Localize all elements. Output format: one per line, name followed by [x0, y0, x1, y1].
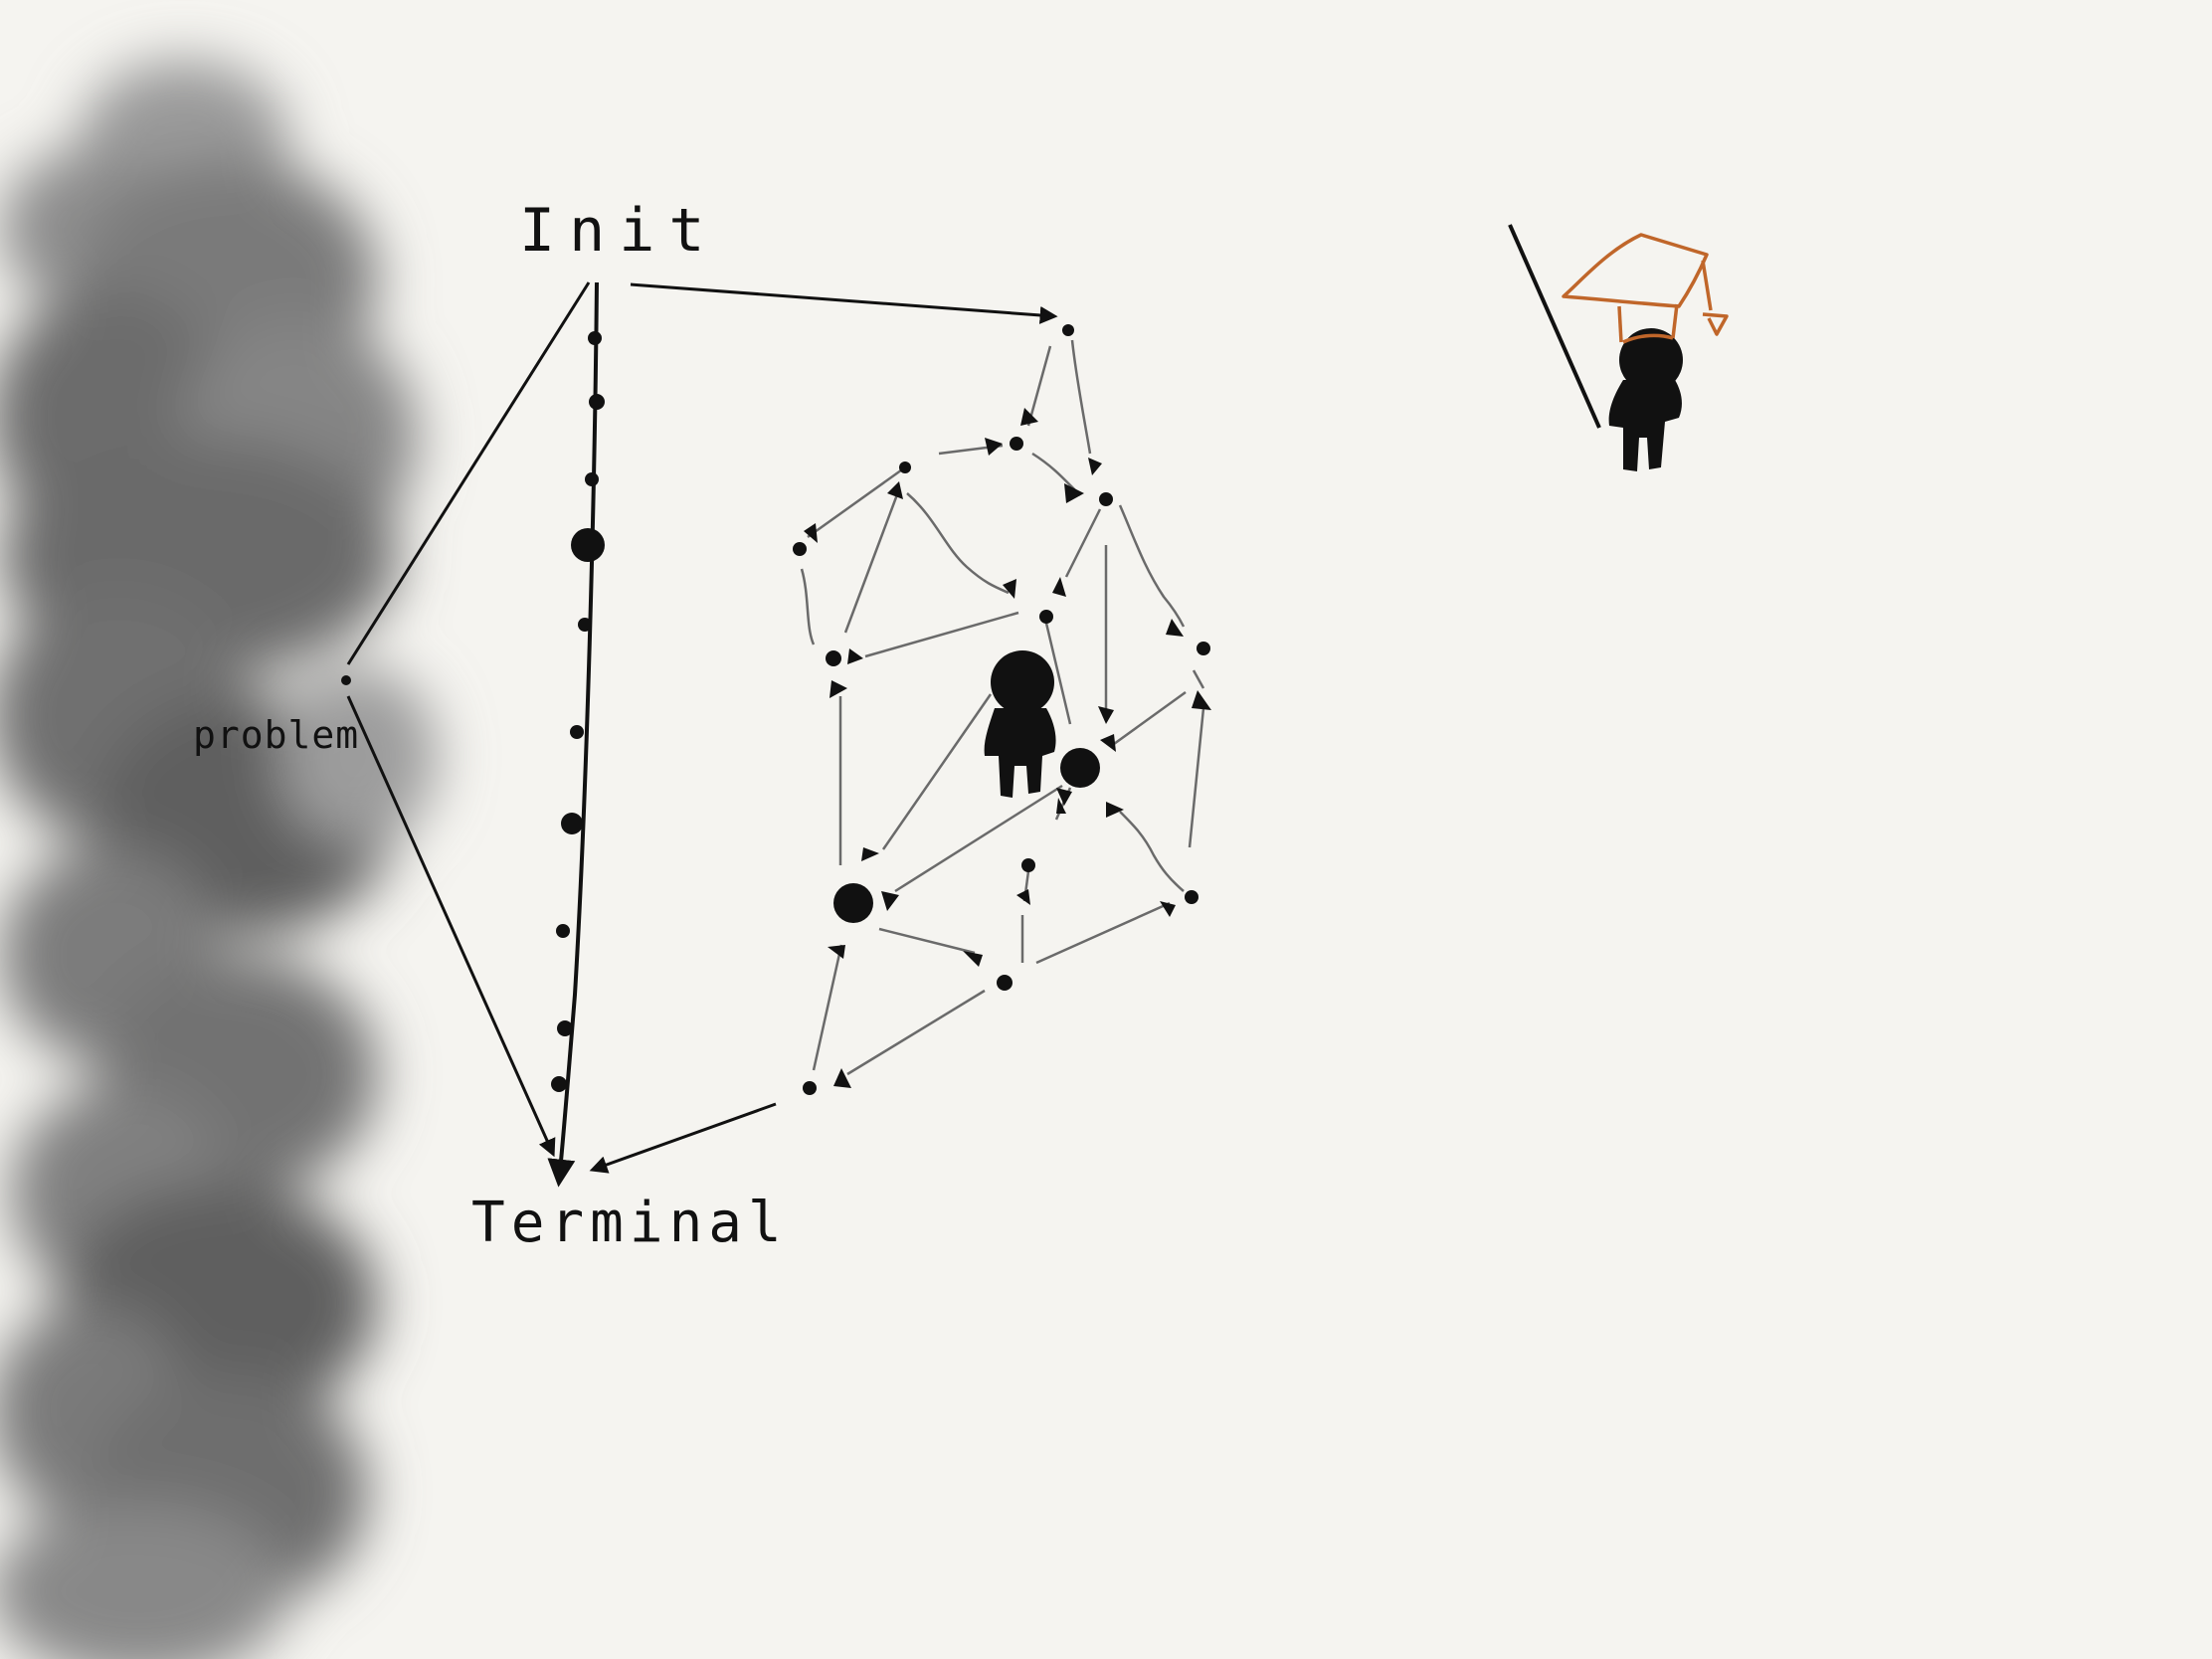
- path-node: [561, 813, 583, 834]
- graph-node: [899, 461, 911, 473]
- graph-node: [1064, 483, 1084, 503]
- graduate-body: [1608, 328, 1683, 471]
- graph-node: [1100, 734, 1116, 752]
- graduate-stick: [1508, 224, 1601, 429]
- problem-node: [341, 675, 351, 685]
- graph-node: [985, 438, 1003, 456]
- graph-node: [1010, 437, 1023, 451]
- graph-edge: [878, 927, 976, 955]
- graph-node: [1003, 579, 1016, 599]
- person-silhouette-icon: [984, 650, 1056, 798]
- graph-node: [1098, 706, 1114, 724]
- graph-edge: [1026, 345, 1052, 427]
- graph-node: [963, 951, 983, 967]
- path-node: [557, 1020, 573, 1036]
- init-label: Init: [519, 196, 719, 266]
- problem-label: problem: [193, 713, 359, 757]
- graph-node: [1088, 458, 1102, 475]
- graph-node: [861, 847, 879, 861]
- graph-node: [1185, 890, 1198, 904]
- edge-problem-terminal: [346, 695, 556, 1158]
- graph-node: [833, 883, 873, 923]
- graph-node: [833, 1068, 851, 1088]
- graph-node: [847, 648, 863, 664]
- graph-edge: [1113, 690, 1187, 746]
- graph-edge: [1188, 707, 1205, 848]
- graph-node: [826, 650, 841, 666]
- exploration-graph: [800, 339, 1205, 1076]
- graph-edge: [807, 465, 906, 539]
- graph-node: [1056, 788, 1072, 806]
- graph-edge: [1119, 811, 1185, 892]
- graph-node: [1060, 748, 1100, 788]
- graph-node: [887, 481, 903, 499]
- graph-node: [804, 523, 818, 543]
- graph-edge: [1064, 508, 1102, 578]
- graph-node: [1039, 610, 1053, 624]
- graph-node: [803, 1081, 817, 1095]
- graduation-cap-icon: [1562, 233, 1729, 344]
- path-node: [556, 924, 570, 938]
- path-node: [588, 331, 602, 345]
- graph-edge: [843, 488, 901, 634]
- graph-node: [1052, 577, 1066, 597]
- graph-node: [1192, 690, 1211, 710]
- graph-node: [1197, 642, 1210, 655]
- graph-edge: [864, 611, 1019, 658]
- graph-node: [793, 542, 807, 556]
- graph-edge: [881, 693, 993, 850]
- edge-init-graph: [630, 282, 1058, 324]
- graduate-person-icon: [1508, 224, 1729, 471]
- graph-node: [997, 975, 1013, 991]
- graph-edge: [1118, 504, 1186, 628]
- graph-node: [1020, 408, 1038, 426]
- problem-structure: [346, 281, 1058, 1188]
- edge-problem-init: [346, 281, 591, 665]
- path-node: [585, 472, 599, 486]
- graph-edge: [906, 492, 1010, 595]
- graph-edge: [1035, 901, 1171, 965]
- graph-node: [1160, 901, 1176, 917]
- graph-edge: [846, 989, 986, 1076]
- graph-node: [1056, 798, 1066, 814]
- edge-init-terminal: [547, 281, 599, 1188]
- terminal-label: Terminal: [471, 1191, 788, 1255]
- path-nodes: [341, 331, 605, 1092]
- path-node: [589, 394, 605, 410]
- graph-node: [1062, 324, 1074, 336]
- graph-edge: [894, 784, 1063, 893]
- graph-edge: [1192, 669, 1205, 689]
- graph-node: [1166, 619, 1184, 637]
- path-node: [570, 725, 584, 739]
- graph-node: [881, 891, 899, 911]
- edge-graph-terminal: [589, 1102, 777, 1174]
- graph-node: [830, 680, 847, 698]
- graph-node: [1016, 889, 1030, 905]
- graph-edge: [1042, 614, 1072, 725]
- graph-node: [1099, 492, 1113, 506]
- path-node: [571, 528, 605, 562]
- graph-node: [1106, 802, 1124, 818]
- graph-edge: [800, 568, 816, 645]
- graph-nodes: [793, 324, 1211, 1095]
- graph-edge: [1070, 339, 1092, 455]
- fog-cloud: [0, 60, 438, 1659]
- graph-node: [1021, 858, 1035, 872]
- graph-edge: [812, 944, 843, 1071]
- graph-node: [828, 945, 845, 959]
- path-node: [551, 1076, 567, 1092]
- path-node: [578, 618, 592, 632]
